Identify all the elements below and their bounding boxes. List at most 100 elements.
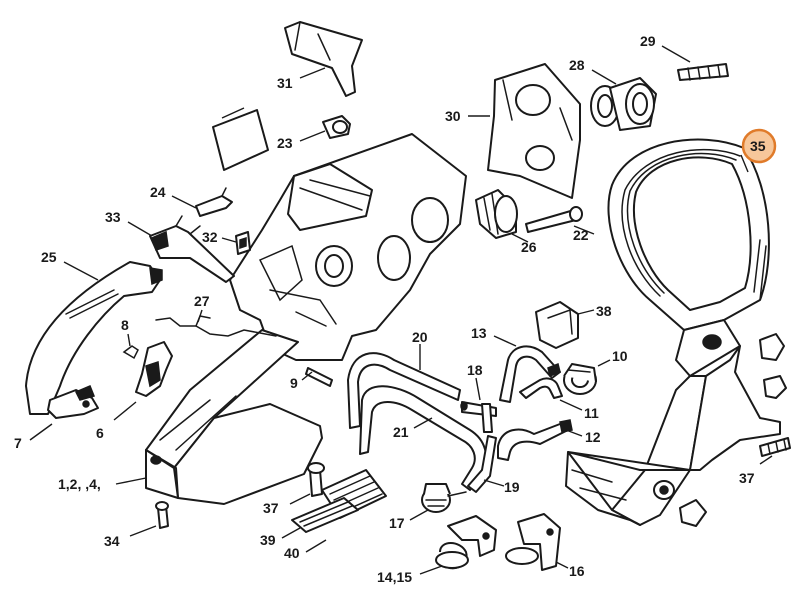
svg-text:29: 29 <box>640 33 656 49</box>
callout-23: 23 <box>277 130 326 151</box>
callout-13: 13 <box>471 325 517 347</box>
svg-text:33: 33 <box>105 209 121 225</box>
svg-text:10: 10 <box>612 348 628 364</box>
svg-text:38: 38 <box>596 303 612 319</box>
part-24-clip <box>195 187 233 217</box>
svg-text:25: 25 <box>41 249 57 265</box>
svg-text:11: 11 <box>584 405 599 421</box>
svg-text:20: 20 <box>412 329 428 345</box>
callout-31: 31 <box>277 67 326 91</box>
svg-text:37: 37 <box>739 470 755 486</box>
callout-18: 18 <box>467 362 483 401</box>
part-1-housing <box>145 133 467 505</box>
svg-text:13: 13 <box>471 325 487 341</box>
callout-12: 12 <box>565 429 601 445</box>
callout-25: 25 <box>41 249 99 281</box>
part-26-rubber-mount <box>475 189 518 239</box>
part-9-pin <box>305 367 333 387</box>
svg-text:6: 6 <box>96 425 104 441</box>
callout-14-15: 14,15 <box>377 565 443 585</box>
callout-19: 19 <box>483 479 520 495</box>
callout-34: 34 <box>104 525 157 549</box>
callout-35: 35 <box>740 128 777 173</box>
callout-21: 21 <box>393 417 433 440</box>
part-8-clip <box>122 345 139 360</box>
callout-20: 20 <box>412 329 428 370</box>
callout-6: 6 <box>96 401 137 441</box>
svg-text:17: 17 <box>389 515 405 531</box>
part-37-screw-right <box>759 437 791 457</box>
svg-text:19: 19 <box>504 479 520 495</box>
callout-33: 33 <box>105 209 153 237</box>
callout-17: 17 <box>389 509 429 531</box>
part-7-interlock <box>47 385 99 419</box>
callout-16: 16 <box>555 561 585 579</box>
svg-text:8: 8 <box>121 317 129 333</box>
callout-10: 10 <box>597 348 628 367</box>
svg-text:26: 26 <box>521 239 537 255</box>
svg-text:30: 30 <box>445 108 461 124</box>
part-30-bracket <box>487 63 581 199</box>
part-12-hose <box>497 419 573 461</box>
callout-30: 30 <box>445 108 490 124</box>
callout-8: 8 <box>121 317 131 347</box>
part-34-screw <box>155 501 169 529</box>
part-37-screw-left <box>307 462 325 497</box>
svg-text:18: 18 <box>467 362 483 378</box>
callout-24: 24 <box>150 184 197 209</box>
part-16-clamp <box>505 513 561 571</box>
svg-text:22: 22 <box>573 227 589 243</box>
svg-text:35: 35 <box>750 138 766 154</box>
svg-text:27: 27 <box>194 293 210 309</box>
part-18-fitting <box>460 401 497 433</box>
svg-text:21: 21 <box>393 424 409 440</box>
part-38-cap <box>535 301 579 349</box>
part-14-15-clamp <box>435 515 497 570</box>
part-25-handguard <box>25 261 163 415</box>
part-13-hose <box>499 345 561 403</box>
callout-38: 38 <box>577 303 612 319</box>
part-29-screw <box>677 63 729 81</box>
callout-28: 28 <box>569 57 617 85</box>
part-6-trigger <box>135 341 173 397</box>
callout-27: 27 <box>194 293 210 323</box>
svg-text:31: 31 <box>277 75 293 91</box>
part-23-plug <box>322 115 351 139</box>
part-33-lever <box>149 215 235 283</box>
callout-11: 11 <box>559 399 599 421</box>
svg-text:7: 7 <box>14 435 22 451</box>
part-28-intake-boot <box>590 77 657 131</box>
label-plate <box>212 107 269 171</box>
svg-text:39: 39 <box>260 532 276 548</box>
callout-37-right: 37 <box>739 455 773 486</box>
part-22-screw <box>525 206 583 233</box>
callout-7: 7 <box>14 423 53 451</box>
part-10-vent <box>563 363 597 395</box>
callout-32: 32 <box>202 229 237 245</box>
callout-39: 39 <box>260 527 301 548</box>
part-19-hose <box>467 435 497 493</box>
part-35-handlebar <box>565 138 787 527</box>
callout-1: 1,2, ,4, <box>58 476 147 492</box>
callout-26: 26 <box>511 233 537 255</box>
part-17-pickup <box>421 483 467 513</box>
callout-29: 29 <box>640 33 691 63</box>
callout-40: 40 <box>284 539 327 561</box>
svg-text:34: 34 <box>104 533 120 549</box>
part-31-cover <box>284 21 363 97</box>
svg-text:14,15: 14,15 <box>377 569 412 585</box>
part-11-hose <box>519 362 563 399</box>
callout-9: 9 <box>290 371 313 391</box>
part-32-block <box>235 231 251 255</box>
svg-text:37: 37 <box>263 500 279 516</box>
part-39-40-filter-mats <box>291 469 387 533</box>
svg-text:9: 9 <box>290 375 298 391</box>
callout-22: 22 <box>573 225 595 243</box>
part-20-hose <box>347 352 461 429</box>
part-21-hose <box>359 385 487 491</box>
svg-text:28: 28 <box>569 57 585 73</box>
svg-text:12: 12 <box>585 429 601 445</box>
svg-text:1,2, ,4,: 1,2, ,4, <box>58 476 101 492</box>
svg-text:23: 23 <box>277 135 293 151</box>
